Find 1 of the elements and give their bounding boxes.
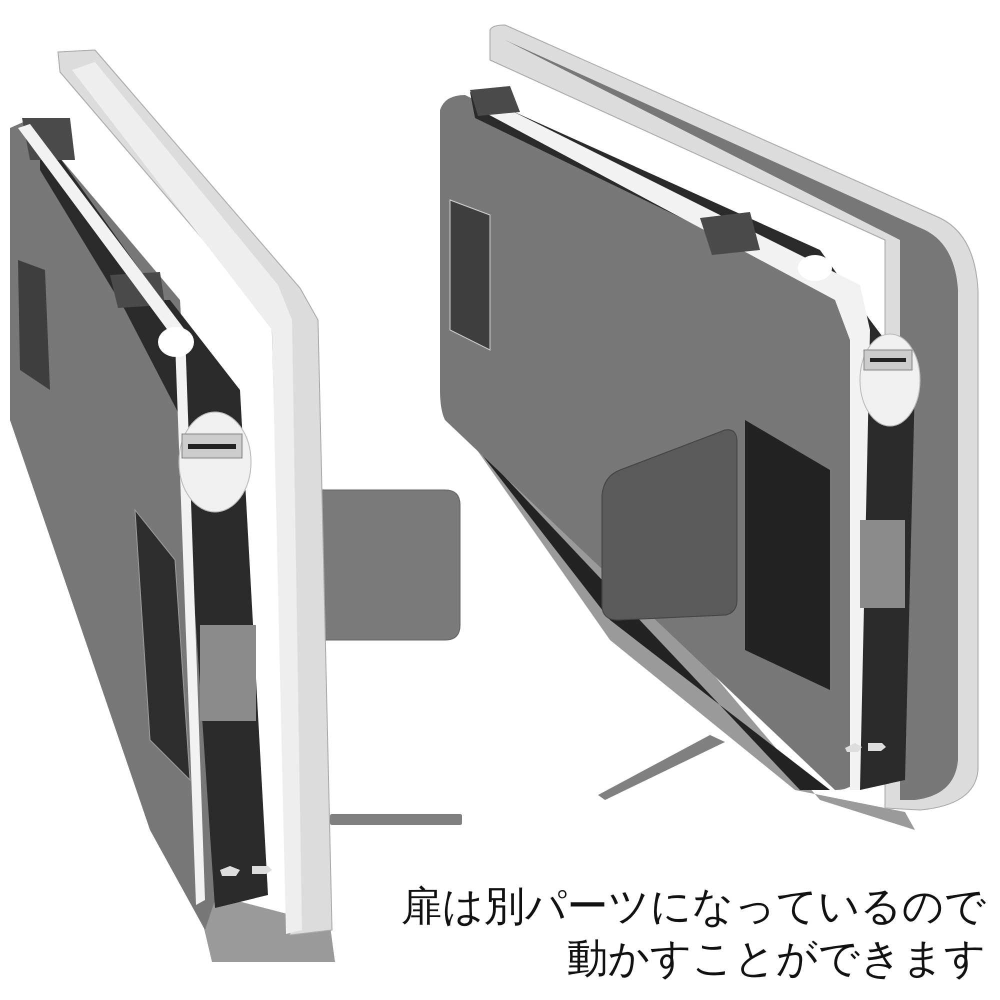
caption-text: 扉は別パーツになっているので動かすことができます [400, 881, 986, 984]
